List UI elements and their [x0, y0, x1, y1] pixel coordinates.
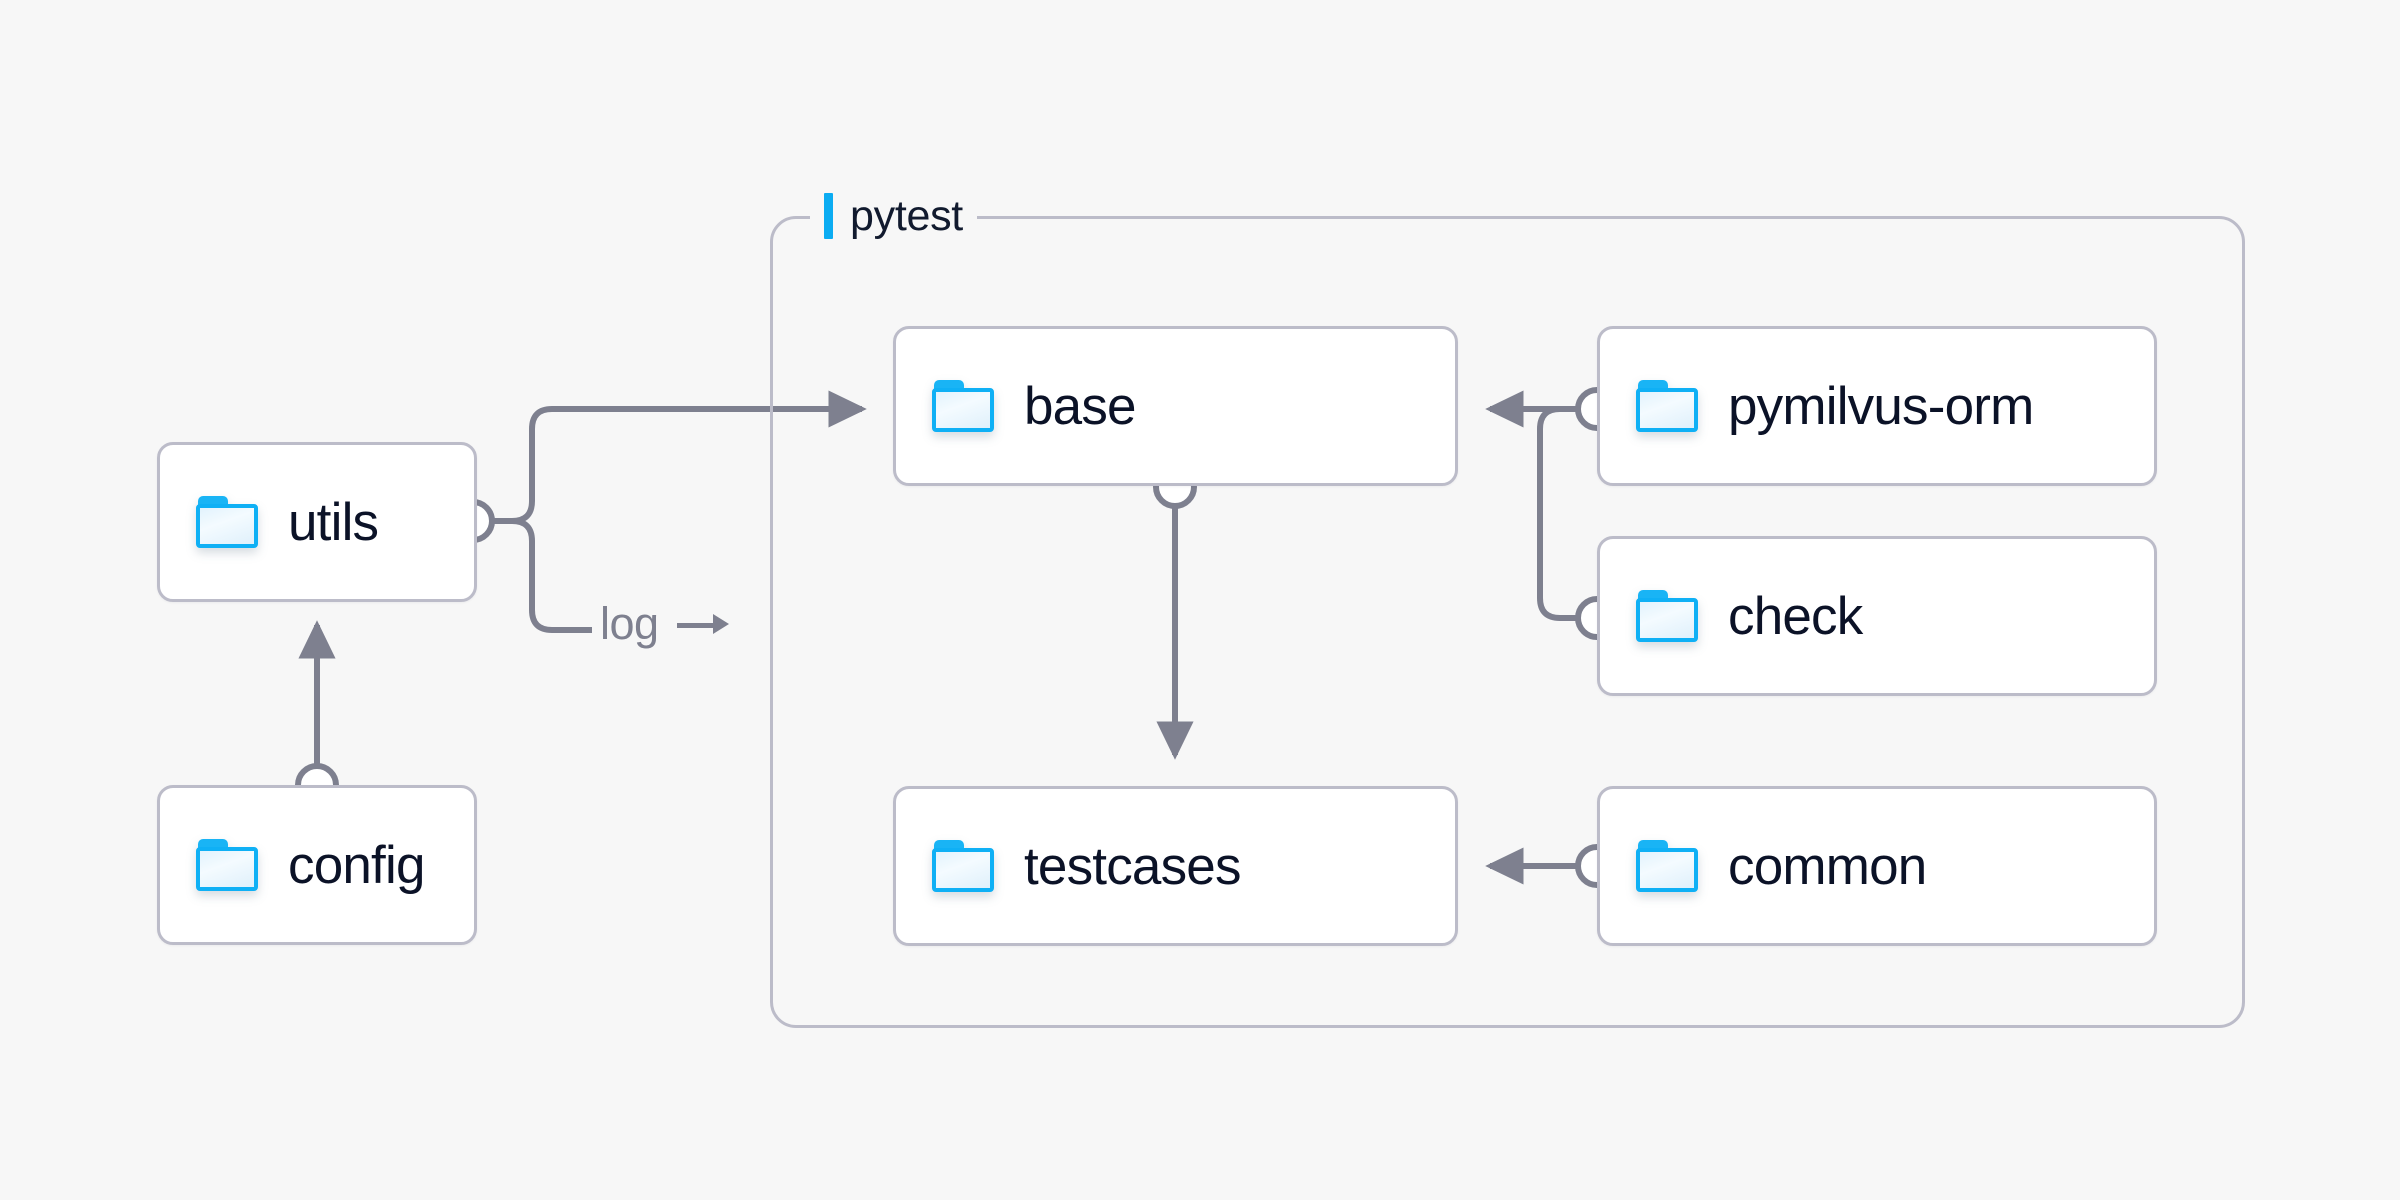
folder-icon	[932, 840, 994, 892]
node-check[interactable]: check	[1597, 536, 2157, 696]
node-pymilvus-orm[interactable]: pymilvus-orm	[1597, 326, 2157, 486]
node-config[interactable]: config	[157, 785, 477, 945]
node-label: utils	[288, 492, 379, 552]
node-label: base	[1024, 376, 1137, 436]
edge-config-to-utils	[295, 620, 339, 807]
node-label: config	[288, 835, 425, 895]
pytest-group-container	[770, 216, 2245, 1028]
node-testcases[interactable]: testcases	[893, 786, 1458, 946]
node-label: common	[1728, 836, 1927, 896]
node-label: check	[1728, 586, 1863, 646]
folder-icon	[1636, 380, 1698, 432]
folder-icon	[1636, 590, 1698, 642]
arrow-right-icon	[676, 614, 729, 634]
node-label: testcases	[1024, 836, 1241, 896]
folder-icon	[196, 496, 258, 548]
edge-label-log: log	[600, 598, 729, 650]
accent-bar	[824, 193, 833, 239]
pytest-group-label: pytest	[810, 188, 977, 244]
folder-icon	[932, 380, 994, 432]
node-label: pymilvus-orm	[1728, 376, 2034, 436]
folder-icon	[196, 839, 258, 891]
node-utils[interactable]: utils	[157, 442, 477, 602]
edge-label-text: log	[600, 598, 659, 649]
group-title: pytest	[850, 192, 963, 240]
node-base[interactable]: base	[893, 326, 1458, 486]
folder-icon	[1636, 840, 1698, 892]
node-common[interactable]: common	[1597, 786, 2157, 946]
